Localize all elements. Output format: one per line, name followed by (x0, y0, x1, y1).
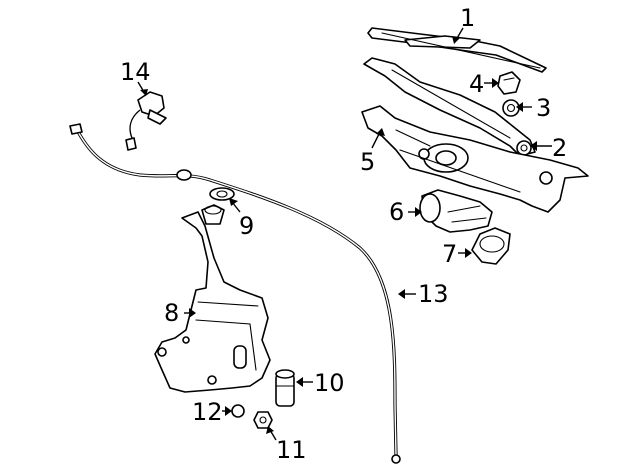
part-10-washer-pump (275, 369, 295, 407)
part-9-filler-cap (209, 187, 235, 201)
part-4-cap (497, 71, 521, 95)
part-11-grommet (253, 411, 273, 429)
part-6-wiper-motor (419, 189, 493, 233)
callout-1: 1 (460, 4, 475, 32)
part-13-washer-hose (69, 123, 401, 464)
part-3-washer (502, 99, 520, 117)
callout-9: 9 (239, 212, 254, 240)
callout-10: 10 (314, 369, 345, 397)
callout-4: 4 (469, 70, 484, 98)
callout-11: 11 (276, 436, 307, 464)
part-1-wiper-blade (367, 27, 547, 73)
callout-6: 6 (389, 198, 404, 226)
callout-2: 2 (552, 134, 567, 162)
callout-12: 12 (192, 398, 223, 426)
part-12-seal (231, 404, 245, 418)
callout-13: 13 (418, 280, 449, 308)
part-5-linkage (361, 105, 589, 213)
part-8-reservoir (154, 204, 271, 393)
callouts: 1 2 3 4 5 6 7 8 9 10 11 12 13 14 (120, 4, 567, 464)
part-14-sensor (125, 91, 167, 151)
callout-5: 5 (360, 148, 375, 176)
leader-lines (137, 27, 552, 441)
callout-3: 3 (536, 94, 551, 122)
callout-7: 7 (442, 240, 457, 268)
callout-8: 8 (164, 299, 179, 327)
part-7-seal (471, 227, 511, 265)
callout-14: 14 (120, 58, 151, 86)
